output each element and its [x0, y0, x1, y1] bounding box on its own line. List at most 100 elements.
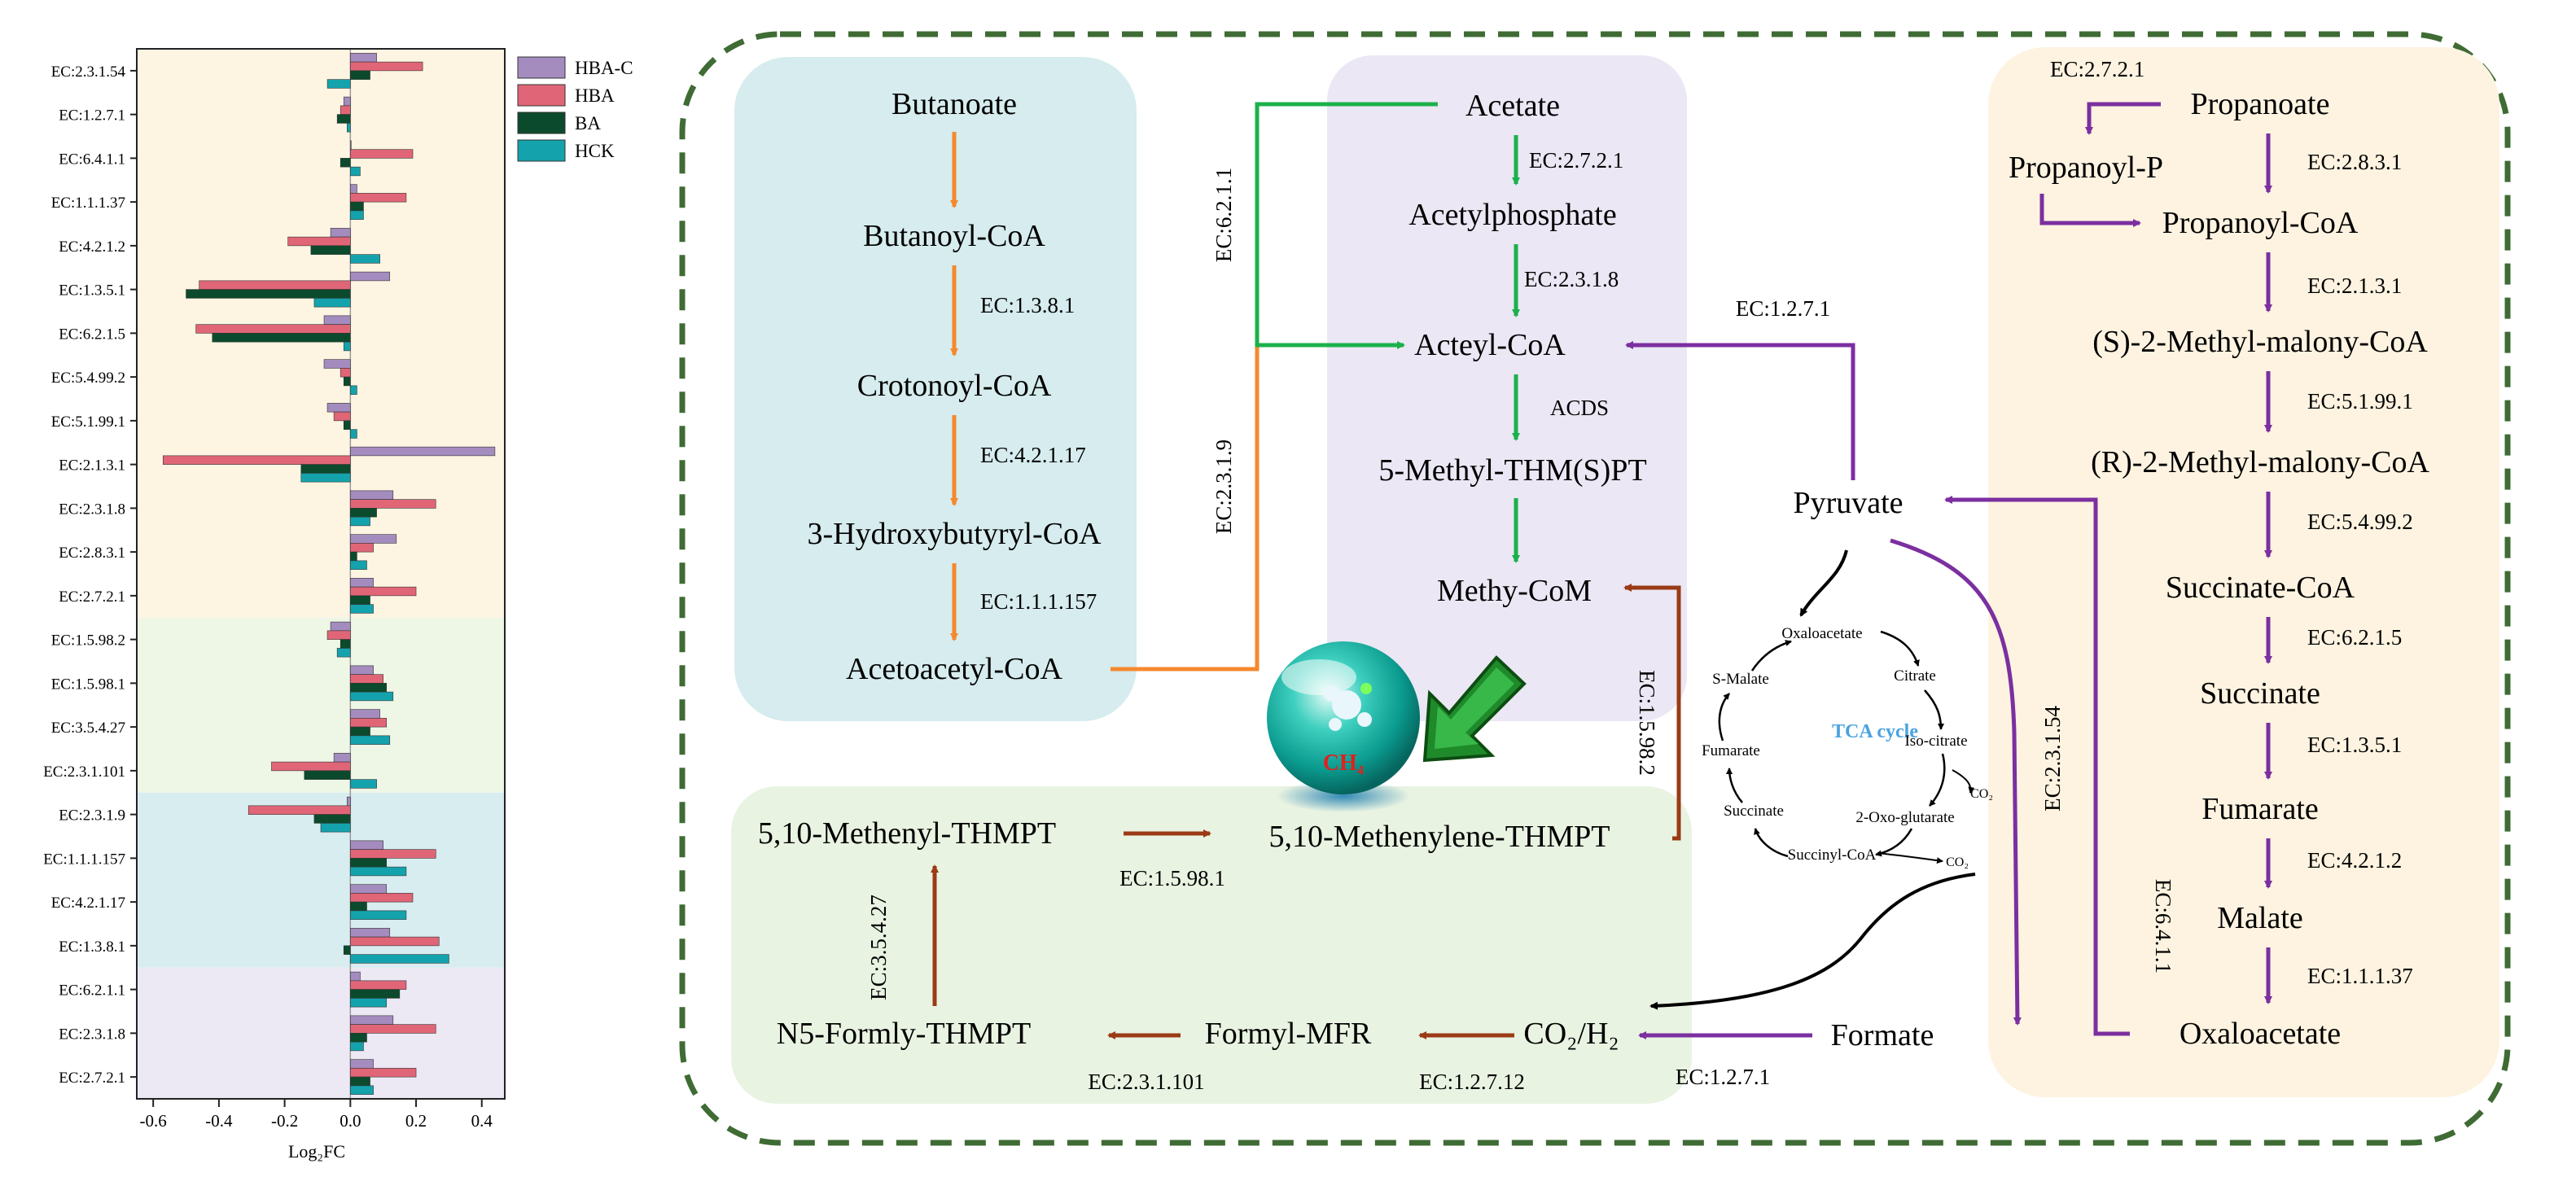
bar-hba	[350, 893, 414, 903]
arrow-pyruvate-to-tca	[1799, 549, 1848, 617]
bar-ba	[186, 289, 351, 299]
molecule-atom-icon	[1357, 712, 1372, 727]
node-crotonoyl-coa: Crotonoyl-CoA	[857, 369, 1052, 403]
bar-hck	[350, 254, 380, 264]
propanoate-pathway: EC:2.7.2.1 Propanoate Propanoyl-P Propan…	[2009, 57, 2429, 1051]
ec-label: EC:4.2.1.2	[2307, 848, 2402, 873]
ec-label: EC:2.3.1.8	[1524, 267, 1619, 291]
node-methenyl-thmpt: 5,10-Methenyl-THMPT	[758, 816, 1056, 851]
bar-hba	[340, 105, 351, 115]
tca-title: TCA cycle	[1832, 721, 1918, 742]
bar-hba	[350, 61, 423, 72]
category-label: EC:5.1.99.1	[51, 413, 125, 431]
ec-label: EC:1.2.7.12	[1419, 1070, 1525, 1094]
ec-label: EC:2.3.1.9	[1211, 440, 1236, 534]
legend-label: HBA-C	[575, 58, 633, 78]
node-acetoacetyl-coa: Acetoacetyl-CoA	[846, 652, 1062, 686]
bar-hba	[350, 674, 383, 684]
bar-hba-c	[350, 928, 391, 938]
bar-hba-c	[333, 753, 351, 763]
bar-hba	[350, 1024, 436, 1034]
ec-label: EC:5.4.99.2	[2307, 510, 2413, 534]
bar-ba	[350, 901, 367, 912]
acetate-pathway: Acetate Acetylphosphate Acteyl-CoA 5-Met…	[1211, 89, 1647, 608]
bar-ba	[350, 595, 370, 605]
legend-label: HCK	[575, 141, 615, 161]
node-3-hydroxybutyryl-coa: 3-Hydroxybutyryl-CoA	[808, 517, 1102, 551]
category-label: EC:2.3.1.9	[59, 807, 125, 825]
bar-hck	[313, 298, 351, 308]
category-label: EC:2.1.3.1	[59, 457, 125, 475]
pyruvate-formate-section: Pyruvate Formate EC:1.2.7.1 EC:2.3.1.54 …	[1625, 296, 2175, 1089]
acetate-panel	[1327, 55, 1687, 721]
category-label: EC:5.4.99.2	[51, 370, 125, 387]
node-5-methyl-thmspt: 5-Methyl-THM(S)PT	[1378, 453, 1646, 488]
arrow-propanoate-to-propanoyl-p	[2085, 102, 2161, 135]
ec-label: EC:1.2.7.1	[1676, 1065, 1770, 1089]
bar-hba-c	[350, 578, 374, 588]
tca-arrow	[1924, 689, 1944, 730]
bar-ba	[313, 814, 351, 824]
molecule-atom-icon	[1324, 685, 1340, 702]
molecule-atom-icon	[1329, 718, 1342, 731]
ec-label: EC:4.2.1.17	[980, 443, 1086, 467]
bar-hba	[350, 936, 440, 947]
arrow-tca-to-co2	[1649, 873, 1976, 1010]
node-methenylene-thmpt: 5,10-Methenylene-THMPT	[1269, 820, 1610, 854]
bar-hck	[350, 1041, 364, 1052]
bar-ba	[350, 1033, 367, 1043]
ec-label: EC:2.7.2.1	[1529, 148, 1623, 173]
arrow-pyruvate-to-acetyl	[1625, 341, 1855, 480]
tca-arrow	[1750, 640, 1792, 672]
bar-hck	[350, 1085, 374, 1095]
category-label: EC:6.2.1.5	[59, 326, 125, 343]
x-tick-label: -0.6	[140, 1111, 167, 1131]
tca-arrow	[1880, 630, 1920, 667]
bar-hba	[350, 499, 436, 509]
ec-label: EC:2.3.1.101	[1088, 1070, 1204, 1094]
propanoate-panel	[1988, 47, 2499, 1097]
butanoate-panel	[734, 57, 1137, 721]
tca-arrow	[1726, 768, 1743, 803]
category-label: EC:4.2.1.17	[51, 895, 125, 912]
bar-hba	[350, 149, 414, 159]
bar-ba	[350, 201, 364, 212]
category-label: EC:3.5.4.27	[51, 720, 125, 737]
category-label: EC:6.4.1.1	[59, 151, 125, 168]
node-r-methyl-malony-coa: (R)-2-Methyl-malony-CoA	[2091, 445, 2429, 479]
bar-ba	[340, 158, 351, 168]
node-propanoyl-p: Propanoyl-P	[2009, 151, 2163, 185]
ec-label: EC:1.3.5.1	[2307, 733, 2402, 757]
node-formate: Formate	[1831, 1018, 1934, 1052]
category-label: EC:2.3.1.101	[43, 763, 125, 781]
node-succinate: Succinate	[2200, 676, 2320, 711]
bar-hba-c	[350, 1059, 374, 1069]
bar-hba	[350, 543, 374, 553]
ec-label: EC:2.3.1.54	[2040, 706, 2065, 812]
tca-node-s-malate: S-Malate	[1712, 671, 1769, 688]
bar-hck	[350, 998, 388, 1008]
tca-arrow	[1875, 828, 1913, 857]
chart-band	[137, 967, 505, 1099]
bar-hck	[350, 210, 364, 220]
bar-hck	[326, 79, 351, 89]
category-label: EC:1.1.1.37	[51, 195, 125, 212]
arrow-propanoyl-p-to-coa	[2039, 194, 2141, 227]
bar-hck	[350, 560, 367, 570]
node-acetyl-coa: Acteyl-CoA	[1414, 328, 1566, 362]
bar-ba	[343, 376, 351, 387]
chart-x-axis-label: Log₂FC	[288, 1141, 345, 1162]
category-label: EC:1.5.98.2	[51, 632, 125, 650]
legend-swatch	[517, 139, 566, 162]
category-label: EC:1.1.1.157	[43, 851, 125, 868]
bar-ba	[350, 70, 370, 80]
bar-ba	[350, 726, 370, 737]
bar-ba	[350, 551, 357, 562]
bar-hba-c	[350, 534, 397, 544]
tca-arrow	[1754, 828, 1789, 858]
bar-hck	[350, 429, 357, 439]
ec-label: EC:6.2.1.1	[1211, 168, 1236, 262]
bar-hba-c	[350, 665, 374, 675]
bar-hba-c	[346, 796, 351, 807]
